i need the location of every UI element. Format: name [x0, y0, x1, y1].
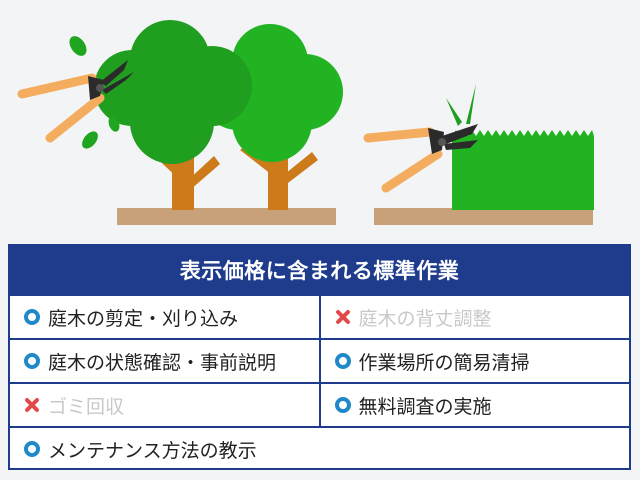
table-row: 庭木の剪定・刈り込み 庭木の背丈調整: [10, 294, 629, 338]
circle-icon: [24, 441, 40, 457]
illustration: [17, 20, 594, 225]
tree-canopy-front: [94, 20, 252, 164]
item-label: メンテナンス方法の教示: [48, 439, 257, 462]
item-label: 庭木の状態確認・事前説明: [48, 351, 277, 374]
excluded-item: 庭木の背丈調整: [318, 296, 630, 338]
ground-right: [374, 208, 593, 225]
standard-work-table: 表示価格に含まれる標準作業 庭木の剪定・刈り込み 庭木の背丈調整庭木の状態確認・事…: [8, 244, 631, 470]
cross-icon: [24, 397, 40, 413]
hedge-trimmer-icon: [363, 124, 478, 193]
cross-icon: [335, 309, 351, 325]
table-row: メンテナンス方法の教示: [10, 426, 629, 470]
table-row: 庭木の状態確認・事前説明 作業場所の簡易清掃: [10, 338, 629, 382]
table-row: ゴミ回収 無料調査の実施: [10, 382, 629, 426]
item-label: 庭木の剪定・刈り込み: [48, 307, 239, 330]
included-item: 作業場所の簡易清掃: [318, 340, 630, 382]
circle-icon: [24, 353, 40, 369]
hedge: [452, 130, 594, 210]
item-label: ゴミ回収: [48, 395, 125, 418]
included-item: 無料調査の実施: [318, 384, 630, 426]
tree-canopy-back: [200, 24, 343, 162]
item-label: 作業場所の簡易清掃: [358, 351, 530, 374]
pruning-shears-icon: [17, 60, 134, 143]
falling-leaves: [69, 36, 120, 149]
item-label: 無料調査の実施: [358, 395, 492, 418]
circle-icon: [334, 397, 351, 413]
included-item: メンテナンス方法の教示: [10, 428, 629, 470]
excluded-item: ゴミ回収: [10, 384, 319, 426]
ground-left: [117, 208, 336, 225]
included-item: 庭木の剪定・刈り込み: [10, 296, 319, 338]
table-body: 庭木の剪定・刈り込み 庭木の背丈調整庭木の状態確認・事前説明 作業場所の簡易清掃ゴミ…: [10, 294, 629, 470]
circle-icon: [334, 353, 351, 369]
cut-sparks: [446, 84, 476, 126]
circle-icon: [24, 309, 40, 325]
included-item: 庭木の状態確認・事前説明: [10, 340, 319, 382]
item-label: 庭木の背丈調整: [358, 307, 492, 330]
table-title: 表示価格に含まれる標準作業: [10, 246, 629, 294]
